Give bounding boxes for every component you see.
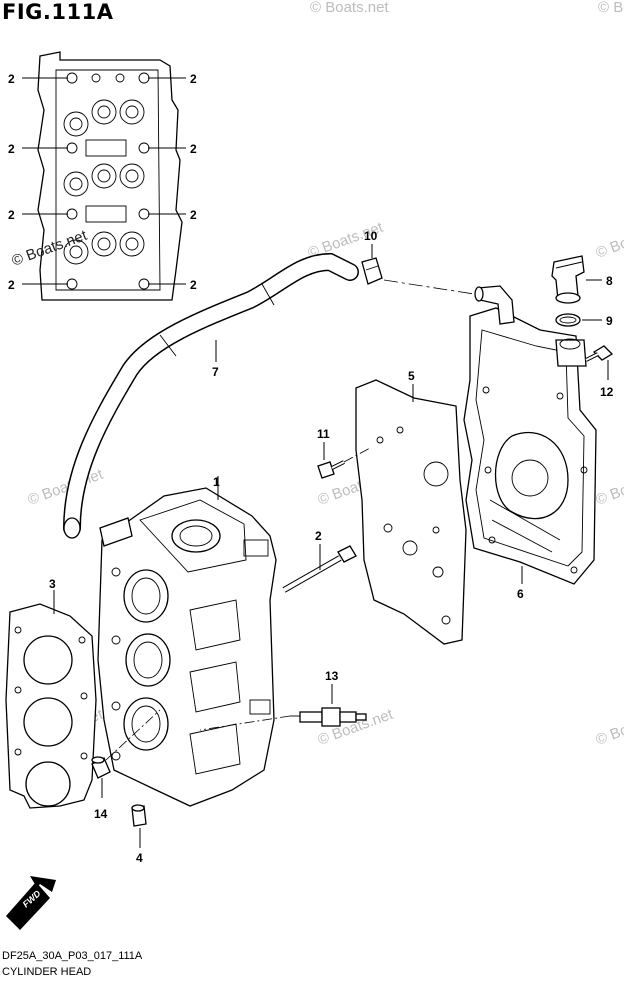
callout-4: 4 [136, 851, 143, 865]
cylinder-head [97, 487, 277, 807]
callout-2: 2 [8, 278, 15, 292]
callout-13: 13 [325, 669, 339, 683]
o-ring [555, 313, 581, 327]
callout-2: 2 [190, 278, 197, 292]
callout-7: 7 [212, 365, 219, 379]
inset-bolt-pattern [22, 51, 186, 301]
callout-2: 2 [315, 529, 322, 543]
head-gasket [5, 603, 97, 809]
hose-clamp [361, 257, 383, 285]
callout-14: 14 [94, 807, 108, 821]
cover-bolt [585, 345, 614, 362]
callout-2: 2 [190, 208, 197, 222]
head-bolt [282, 545, 357, 593]
breather-hose [63, 252, 359, 539]
callout-1: 1 [213, 475, 220, 489]
callout-2: 2 [8, 142, 15, 156]
dowel-pin [91, 756, 111, 779]
callout-12: 12 [600, 385, 614, 399]
callout-6: 6 [517, 587, 524, 601]
figure-code: DF25A_30A_P03_017_111A [2, 950, 143, 962]
callout-9: 9 [606, 314, 613, 328]
fwd-arrow-icon: FWD [6, 876, 56, 930]
callout-5: 5 [408, 369, 415, 383]
watermark-text: © Boats.net [594, 466, 624, 509]
cover-gasket [355, 379, 467, 645]
callout-10: 10 [364, 229, 378, 243]
callout-2: 2 [190, 142, 197, 156]
oil-filler-cap [551, 255, 585, 304]
dowel [131, 804, 147, 827]
callout-8: 8 [606, 274, 613, 288]
watermark-text: © Boats.net [310, 0, 389, 16]
cylinder-head-cover [463, 285, 597, 585]
callout-11: 11 [317, 427, 330, 441]
callout-3: 3 [49, 577, 56, 591]
figure-caption: CYLINDER HEAD [2, 966, 92, 978]
spark-plug [290, 707, 367, 727]
watermark-text: © Boats.net [598, 0, 624, 16]
callout-2: 2 [8, 208, 15, 222]
figure-title: FIG.111A [2, 0, 114, 24]
gasket-bolt [317, 460, 345, 479]
callout-2: 2 [8, 72, 15, 86]
watermark-text: © Boats.net [594, 219, 624, 262]
watermark-text: © Boats.net [594, 706, 624, 749]
callout-2: 2 [190, 72, 197, 86]
